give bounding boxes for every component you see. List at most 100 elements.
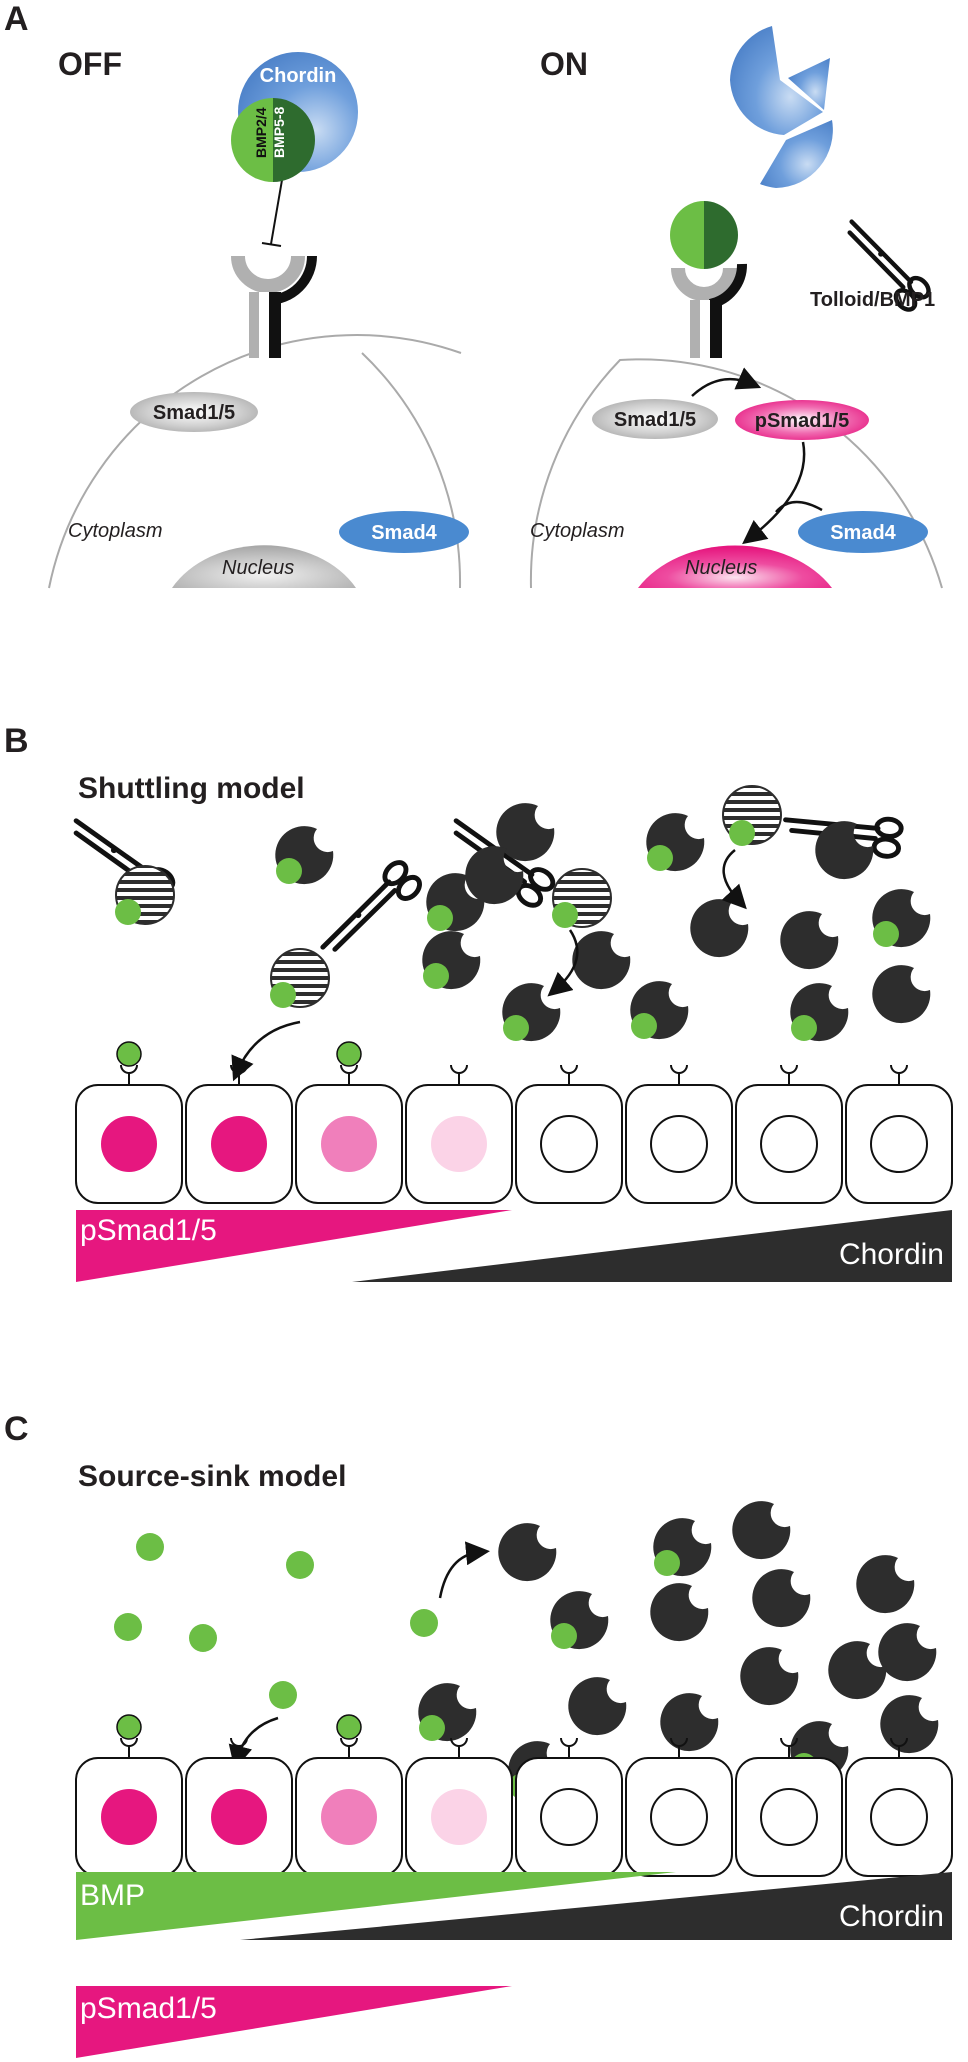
off-bmp-dimer (231, 98, 315, 182)
bound-bmp (116, 1041, 142, 1067)
receptor-icon (450, 1737, 468, 1747)
chordin-bmp-complex (418, 1683, 477, 1742)
chordin-molecule (878, 1623, 937, 1682)
panel-b-chordin-label: Chordin (839, 1238, 944, 1271)
cell (405, 1737, 513, 1877)
chordin-molecule (732, 1501, 791, 1560)
cell-nucleus (650, 1115, 708, 1173)
chordin-bmp-complex (502, 983, 561, 1042)
cell-nucleus (760, 1115, 818, 1173)
inhibition-line (270, 179, 283, 245)
cell-nucleus (760, 1788, 818, 1846)
cell (185, 1064, 293, 1204)
panel-c-letter: C (4, 1410, 29, 1448)
chordin-molecule (496, 803, 555, 862)
panel-b-cell-row (75, 1041, 953, 1204)
receptor-icon (780, 1737, 798, 1747)
panel-c: C Source-sink model BMP Chordin pSmad1/5 (4, 1410, 953, 2058)
on-nucleus-label: Nucleus (685, 557, 757, 579)
cell-nucleus (650, 1788, 708, 1846)
chordin-molecule (752, 1569, 811, 1628)
on-cytoplasm-label: Cytoplasm (530, 520, 624, 542)
receptor-icon (890, 1737, 908, 1747)
chordin-bmp-complex (426, 873, 485, 932)
panel-c-bmp-label: BMP (80, 1879, 145, 1912)
nuclear-import-arrow (742, 441, 806, 545)
panel-c-arrow-1 (228, 1716, 279, 1770)
on-smad4-label: Smad4 (830, 522, 896, 544)
on-label: ON (540, 46, 588, 82)
phosphorylation-arrow (691, 367, 762, 397)
panel-c-title: Source-sink model (78, 1460, 346, 1493)
cell (295, 1714, 403, 1877)
cell (735, 1737, 843, 1877)
chordin-molecule (856, 1555, 915, 1614)
receptor-icon (670, 1064, 688, 1074)
receptor-icon (340, 1737, 358, 1747)
cell (625, 1737, 733, 1877)
chordin-bmp-complex (630, 981, 689, 1040)
chordin-molecule (650, 1583, 709, 1642)
on-psmad15-label: pSmad1/5 (755, 410, 849, 432)
off-smad4-label: Smad4 (371, 522, 437, 544)
panel-c-arrow-2 (438, 1541, 490, 1599)
cell-nucleus (540, 1115, 598, 1173)
cell-nucleus (211, 1116, 267, 1172)
off-cell-membrane-right (361, 352, 462, 589)
chordin-molecule (780, 911, 839, 970)
off-state: OFF Nucleus Cytoplasm Smad1/5 Smad4 (48, 46, 469, 589)
receptor-icon (560, 1064, 578, 1074)
off-smad4 (339, 511, 469, 553)
cell (515, 1064, 623, 1204)
inhibition-bar (261, 242, 282, 247)
receptor-icon (890, 1064, 908, 1074)
receptor-icon (230, 1064, 248, 1074)
chordin-fragment-2 (730, 26, 823, 135)
cell (735, 1064, 843, 1204)
off-smad15-label: Smad1/5 (153, 402, 235, 424)
cell (845, 1737, 953, 1877)
chordin-bmp-complex (550, 1591, 609, 1650)
cell (75, 1714, 183, 1877)
chordin-molecule (690, 899, 749, 958)
cell (515, 1737, 623, 1877)
chordin-molecule (568, 1677, 627, 1736)
chordin-fragment-3 (760, 120, 833, 188)
off-cell-membrane (48, 334, 462, 589)
cell (405, 1064, 513, 1204)
receptor-icon (230, 1737, 248, 1747)
chordin-bmp-complex (790, 983, 849, 1042)
panel-a-letter: A (4, 0, 29, 38)
on-smad4 (798, 511, 928, 553)
cell-nucleus (101, 1789, 157, 1845)
off-smad15 (130, 392, 258, 432)
cell (185, 1737, 293, 1877)
chordin-bmp-complex (653, 1518, 712, 1577)
bound-bmp (336, 1041, 362, 1067)
cell-nucleus (431, 1116, 487, 1172)
receptor-icon (120, 1064, 138, 1074)
panel-a: A OFF Nucleus Cytoplasm Smad1/5 Smad4 (4, 0, 942, 589)
cell-nucleus (321, 1789, 377, 1845)
panel-c-free-bmp (114, 1533, 438, 1709)
cell (625, 1064, 733, 1204)
on-bmp-dimer (670, 201, 738, 269)
chordin-molecule (872, 965, 931, 1024)
chordin-molecule (740, 1647, 799, 1706)
panel-b-chordin-molecules (275, 803, 931, 1042)
panel-b-scissors-2 (323, 848, 428, 962)
panel-c-bmp-gradient (76, 1872, 676, 1940)
on-smad15-label: Smad1/5 (614, 409, 696, 431)
on-psmad15 (735, 400, 869, 440)
cell-nucleus (211, 1789, 267, 1845)
cell-nucleus (321, 1116, 377, 1172)
off-receptor (231, 255, 317, 358)
chordin-bmp-complex (422, 931, 481, 990)
chordin-molecule (465, 846, 524, 905)
cell-nucleus (540, 1788, 598, 1846)
bound-bmp (116, 1714, 142, 1740)
chordin-molecule (815, 821, 874, 880)
panel-c-psmad-label: pSmad1/5 (80, 1992, 217, 2025)
panel-c-psmad-gradient (76, 1986, 512, 2058)
